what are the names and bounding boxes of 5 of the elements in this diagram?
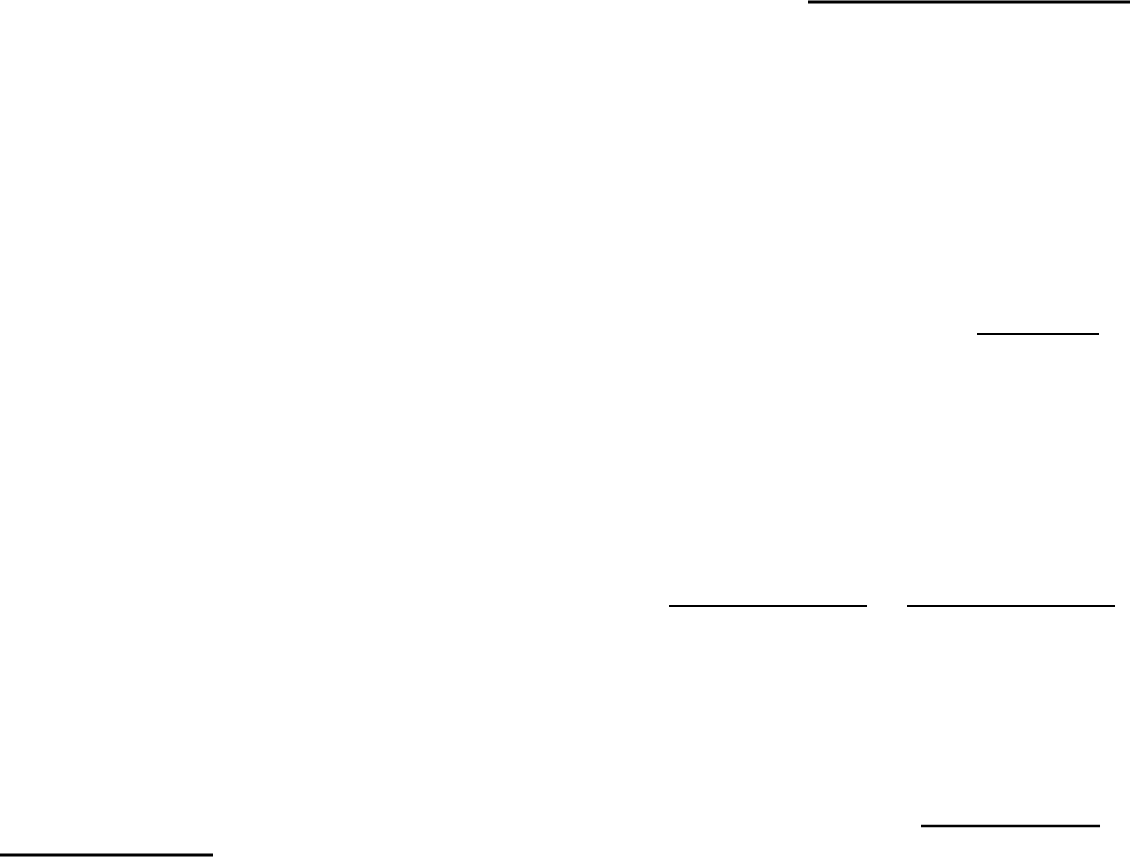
fill-in-line [669,605,867,607]
fill-in-line [921,824,1100,828]
fill-in-line [977,333,1099,335]
fill-in-line [907,605,1115,607]
fill-in-line [0,853,213,857]
